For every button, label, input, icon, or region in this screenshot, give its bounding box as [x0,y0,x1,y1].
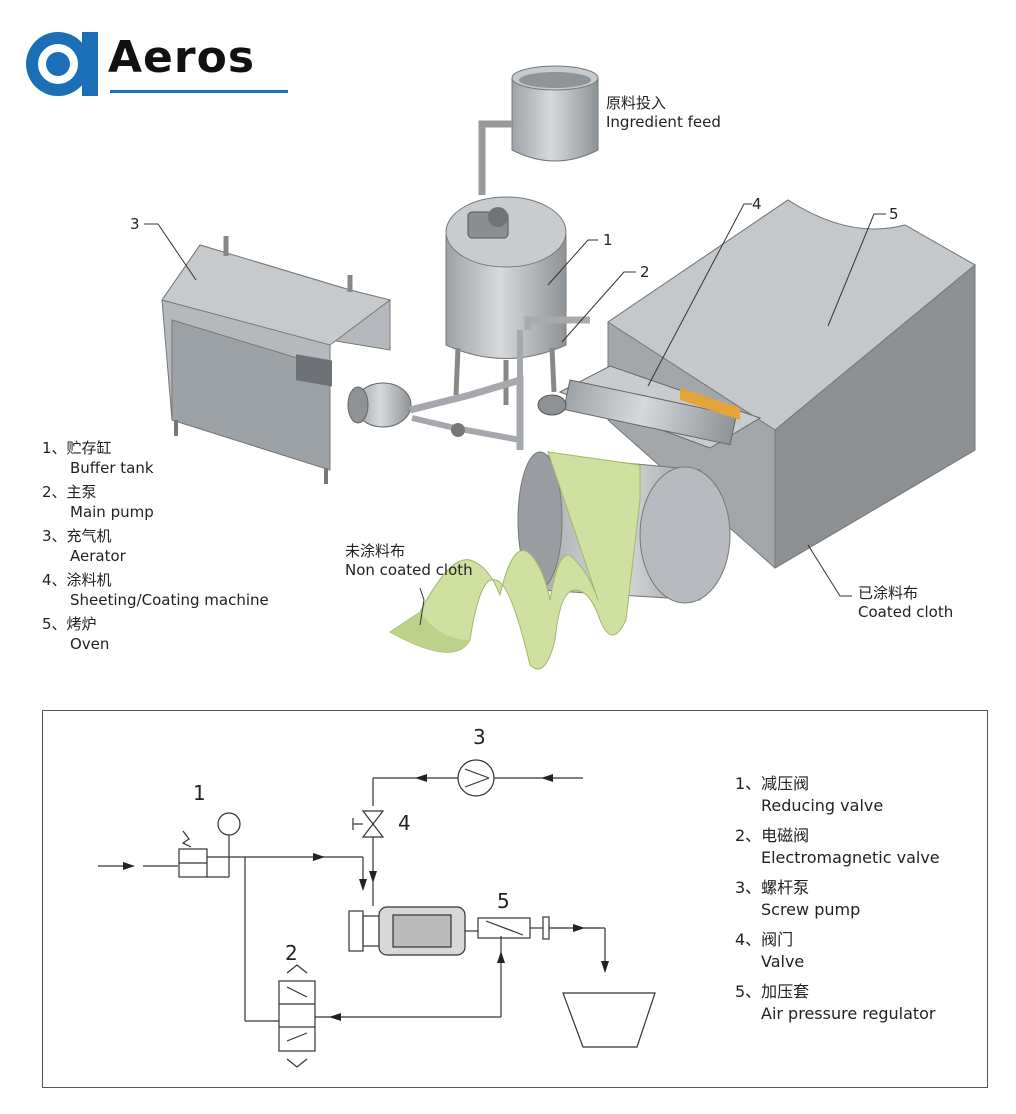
non-coated-cn: 未涂料布 [345,542,406,560]
non-coated-en: Non coated cloth [345,561,473,579]
callout-number: 1 [603,231,613,249]
legend-item: 5、烤炉 Oven [42,614,322,654]
schematic-legend-en: Valve [761,952,805,971]
legend-item: 3、充气机 Aerator [42,526,322,566]
process-illustration [144,65,976,670]
schematic-legend-en: Screw pump [761,900,861,919]
schematic-number: 5 [497,889,510,913]
legend-cn: 1、贮存缸 [42,439,112,457]
legend-item: 1、贮存缸 Buffer tank [42,438,322,478]
aerator-machine [161,236,392,484]
schematic-diagram [98,759,656,1068]
leader-lines [144,203,886,626]
logo-underline [110,90,288,93]
callout-number: 4 [752,195,762,213]
legend-item: 4、涂料机 Sheeting/Coating machine [42,570,322,610]
coated-cn: 已涂料布 [858,584,919,602]
schematic-number: 4 [398,811,411,835]
schematic-legend-cn: 3、螺杆泵 [735,878,810,897]
feed-label-en: Ingredient feed [606,113,721,131]
schematic-legend-en: Air pressure regulator [761,1004,936,1023]
legend-cn: 4、涂料机 [42,571,112,589]
schematic-legend: 1、减压阀 Reducing valve 2、电磁阀 Electromagnet… [735,773,975,1025]
schematic-legend-cn: 4、阀门 [735,930,794,949]
logo: Aeros [24,26,288,98]
schematic-legend-item: 1、减压阀 Reducing valve [735,773,975,817]
feed-label-cn: 原料投入 [606,94,667,112]
schematic-legend-en: Electromagnetic valve [761,848,940,867]
schematic-number: 2 [285,941,298,965]
coated-en: Coated cloth [858,603,954,621]
schematic-legend-item: 2、电磁阀 Electromagnetic valve [735,825,975,869]
legend-en: Main pump [70,503,154,521]
coating-machine [537,365,762,449]
ingredient-feed-label: 原料投入 Ingredient feed [606,94,721,132]
main-pump [347,330,524,450]
schematic-legend-cn: 5、加压套 [735,982,810,1001]
logo-mark-icon [26,32,98,96]
schematic-legend-item: 4、阀门 Valve [735,929,975,973]
legend-en: Oven [70,635,110,653]
callout-number: 5 [889,205,899,223]
legend-cn: 2、主泵 [42,483,97,501]
legend-en: Aerator [70,547,126,565]
schematic-number: 1 [193,781,206,805]
legend-item: 2、主泵 Main pump [42,482,322,522]
schematic-number: 3 [473,725,486,749]
callout-number: 2 [640,263,650,281]
callout-number: 3 [130,215,140,233]
legend-cn: 5、烤炉 [42,615,97,633]
equipment-legend: 1、贮存缸 Buffer tank 2、主泵 Main pump 3、充气机 Aera… [42,438,322,658]
coated-cloth-label: 已涂料布 Coated cloth [858,584,953,622]
schematic-legend-en: Reducing valve [761,796,884,815]
schematic-legend-cn: 1、减压阀 [735,774,810,793]
legend-cn: 3、充气机 [42,527,112,545]
ingredient-hopper [478,65,599,195]
schematic-legend-cn: 2、电磁阀 [735,826,810,845]
schematic-legend-item: 3、螺杆泵 Screw pump [735,877,975,921]
logo-text: Aeros [108,32,256,83]
buffer-tank [445,196,590,405]
schematic-legend-item: 5、加压套 Air pressure regulator [735,981,975,1025]
schematic-panel: 1 2 3 4 5 1、减压阀 Reducing valve 2、电磁阀 Ele… [42,710,988,1088]
legend-en: Sheeting/Coating machine [70,591,269,609]
legend-en: Buffer tank [70,459,154,477]
cloth [389,451,641,670]
non-coated-cloth-label: 未涂料布 Non coated cloth [345,542,473,580]
